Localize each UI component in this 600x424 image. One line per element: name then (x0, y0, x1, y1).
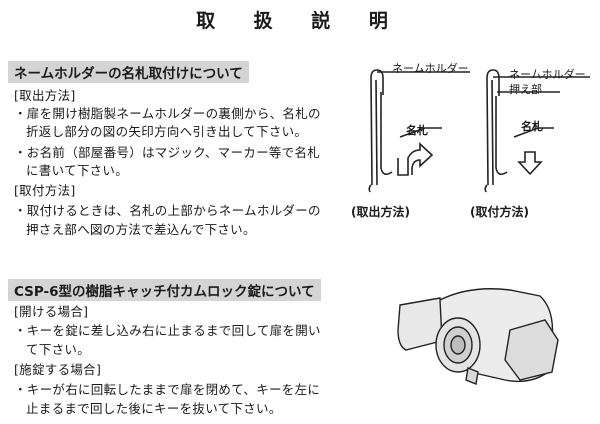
install-holder-label: ネームホルダー (509, 68, 586, 81)
lock-bullet-line2: 止まるまで回した後にキーを抜いて下さい。 (26, 401, 282, 416)
removal-caption: (取出方法) (351, 205, 410, 219)
page-title: 取 扱 説 明 (196, 10, 404, 32)
section-heading-name-holder: ネームホルダーの名札取付けについて (8, 61, 249, 83)
removal-holder-label: ネームホルダー (392, 62, 469, 75)
removal-method-label: [取出方法] (14, 88, 76, 103)
open-bullet-line2: て下さい。 (26, 342, 91, 357)
removal-bullet-line1: ・扉を開け樹脂製ネームホルダーの裏側から、名札の (14, 106, 321, 121)
install-bullet-line1: ・取付けるときは、名札の上部からネームホルダーの (14, 203, 321, 218)
removal-tag-label: 名札 (406, 124, 428, 137)
install-tag-label: 名札 (521, 120, 543, 133)
open-bullet-line1: ・キーを錠に差し込み右に止まるまで回して扉を開い (14, 323, 321, 338)
removal-bullet-line2: 折返し部分の図の矢印方向へ引き出して下さい。 (26, 124, 308, 139)
section-heading-cam-lock: CSP-6型の樹脂キャッチ付カムロック錠について (8, 279, 321, 301)
lock-bullet-line1: ・キーが右に回転したままで扉を閉めて、キーを左に (14, 382, 321, 397)
install-bullet-line2: 押さえ部へ図の方法で差込んで下さい。 (26, 222, 256, 237)
install-presser-label: 押え部 (509, 83, 542, 96)
install-method-label: [取付方法] (14, 183, 76, 198)
open-label: [開ける場合] (14, 304, 89, 319)
lock-label: [施錠する場合] (14, 362, 102, 377)
name-bullet-line2: に書いて下さい。 (26, 163, 129, 178)
install-caption: (取付方法) (470, 205, 529, 219)
name-bullet-line1: ・お名前（部屋番号）はマジック、マーカー等で名札 (14, 145, 321, 160)
